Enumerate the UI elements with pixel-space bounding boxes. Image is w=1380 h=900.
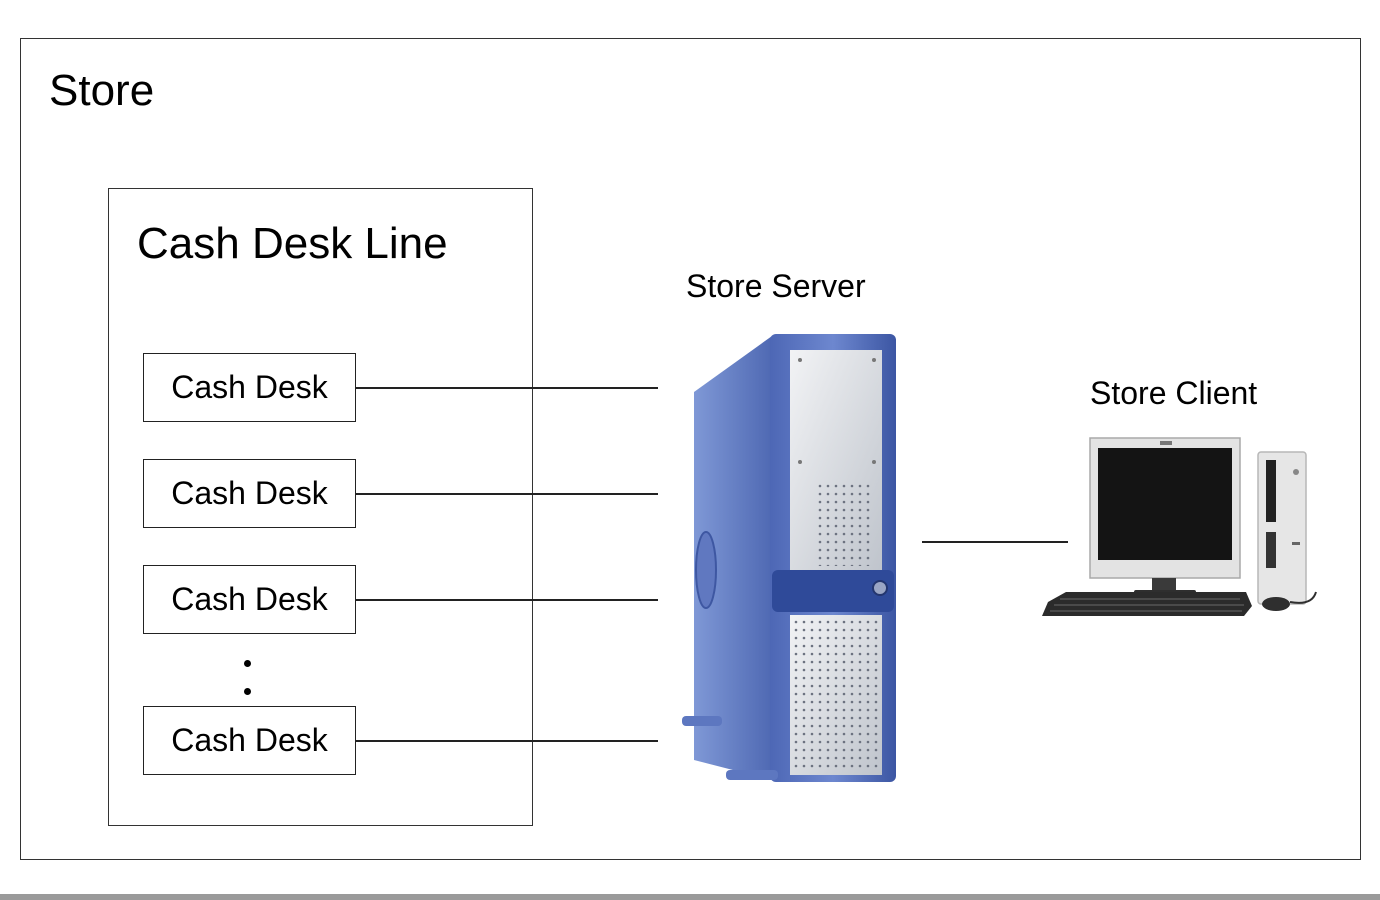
store-boundary [20, 38, 1361, 860]
desk-server-connector [356, 493, 658, 495]
ellipsis-dot [244, 688, 251, 695]
desk-server-connector [356, 740, 658, 742]
cash-desk-box: Cash Desk [143, 565, 356, 634]
cash-desk-box: Cash Desk [143, 706, 356, 775]
store-server-label: Store Server [686, 268, 866, 304]
server-client-connector [922, 541, 1068, 543]
ellipsis-dot [244, 660, 251, 667]
cash-desk-line-title: Cash Desk Line [137, 219, 448, 268]
desk-server-connector [356, 599, 658, 601]
bottom-border-bar [0, 894, 1380, 900]
cash-desk-box: Cash Desk [143, 353, 356, 422]
cash-desk-line-boundary [108, 188, 533, 826]
cash-desk-box: Cash Desk [143, 459, 356, 528]
server-tower-icon [682, 334, 896, 782]
store-client-label: Store Client [1090, 375, 1258, 411]
store-title: Store [49, 66, 155, 115]
desk-server-connector [356, 387, 658, 389]
desktop-computer-icon [1042, 437, 1317, 616]
